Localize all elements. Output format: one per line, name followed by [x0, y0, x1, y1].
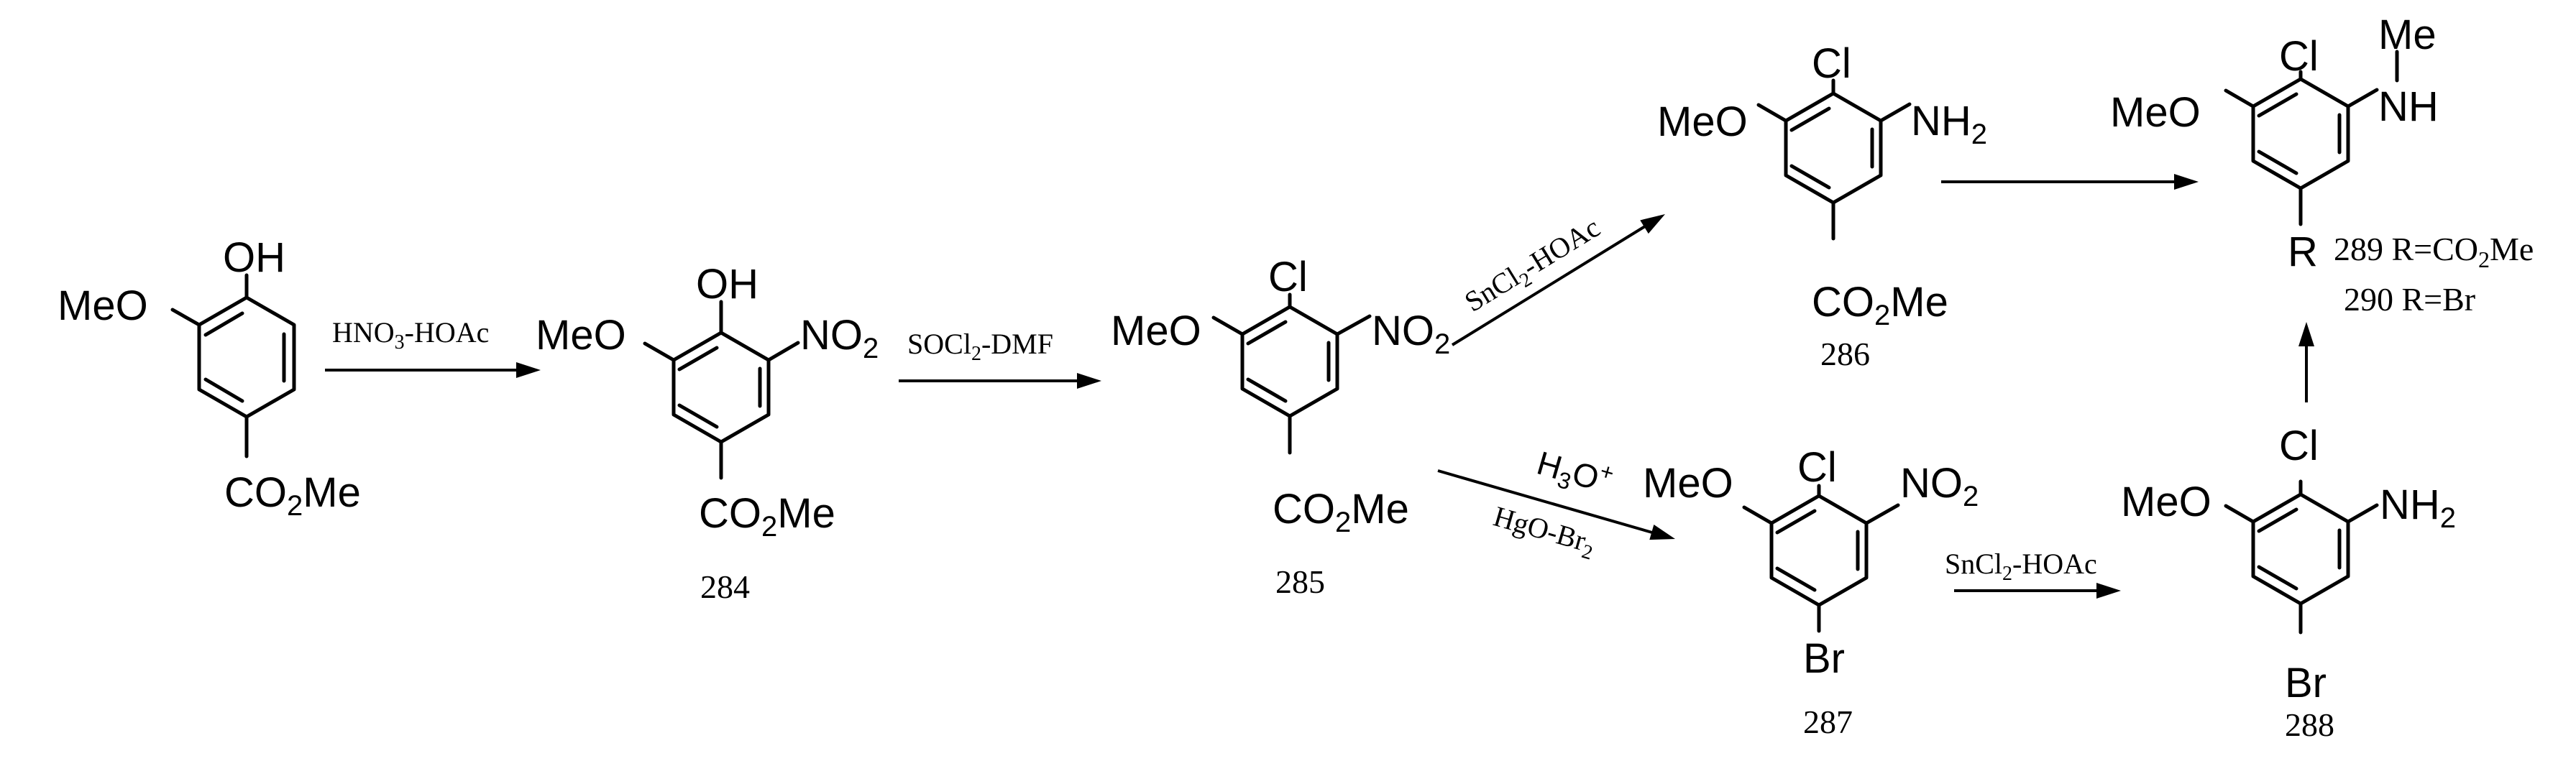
methoxy-label: MeO [1657, 98, 1748, 145]
r-group-label: R [2288, 229, 2318, 275]
amino-label: NH2 [2380, 481, 2456, 534]
ester-label: CO2Me [1812, 279, 1948, 331]
amino-label: NH2 [1911, 98, 1987, 150]
reagent-step1: HNO3-HOAc [332, 316, 489, 354]
compound-284: OH MeO NO2 CO2Me 284 [536, 261, 879, 605]
compound-288: Cl MeO NH2 Br 288 [2121, 423, 2456, 743]
bromo-label: Br [2285, 660, 2327, 706]
hydroxyl-label: OH [223, 234, 285, 281]
reaction-arrow-4: H3O+ HgO-Br2 [1437, 441, 1678, 565]
hydroxyl-label: OH [696, 261, 758, 308]
reagent-step4-top: H3O+ [1531, 441, 1617, 506]
benzene-ring [1240, 305, 1339, 418]
methoxy-label: MeO [1643, 460, 1733, 507]
reagent-step4-bottom: HgO-Br2 [1489, 499, 1600, 564]
methoxy-label: MeO [58, 282, 148, 329]
methoxy-label: MeO [1111, 308, 1201, 354]
benzene-ring [2251, 492, 2350, 606]
compound-number: 288 [2285, 706, 2334, 743]
label-290: 290 R=Br [2344, 281, 2475, 318]
nitro-label: NO2 [800, 312, 879, 364]
ester-label: CO2Me [699, 490, 835, 543]
reaction-arrow-5 [1941, 174, 2199, 190]
compound-289-290: Cl MeO Me NH R 289 R=CO2Me 290 R=Br [2110, 11, 2534, 318]
reagent-step3: SnCl2-HOAc [1459, 211, 1608, 322]
chloro-label: Cl [1812, 40, 1851, 87]
benzene-ring [1769, 494, 1869, 607]
compound-285: Cl MeO NO2 CO2Me 285 [1111, 254, 1450, 600]
chloro-label: Cl [1268, 254, 1308, 300]
methoxy-label: MeO [536, 312, 626, 359]
reagent-step2: SOCl2-DMF [907, 328, 1053, 365]
compound-number: 286 [1820, 336, 1870, 372]
compound-286: Cl MeO NH2 CO2Me 286 [1657, 40, 1987, 372]
methoxy-label: MeO [2121, 479, 2211, 525]
benzene-ring [197, 295, 296, 419]
chloro-label: Cl [2279, 33, 2319, 80]
chloro-label: Cl [2279, 423, 2319, 469]
reaction-arrow-3: SnCl2-HOAc [1451, 207, 1669, 346]
starting-material: OH MeO CO2Me [58, 234, 361, 522]
methyl-label: Me [2378, 11, 2437, 58]
reaction-arrow-6: SnCl2-HOAc [1945, 548, 2121, 599]
chloro-label: Cl [1797, 444, 1837, 491]
nitro-label: NO2 [1900, 460, 1979, 512]
methoxy-label: MeO [2110, 89, 2201, 136]
label-289: 289 R=CO2Me [2334, 231, 2534, 272]
compound-287: Cl MeO NO2 Br 287 [1643, 444, 1979, 740]
benzene-ring [2251, 77, 2350, 190]
reaction-arrow-1: HNO3-HOAc [325, 316, 541, 378]
reaction-arrow-2: SOCl2-DMF [899, 328, 1101, 389]
bromo-label: Br [1803, 635, 1845, 682]
compound-number: 287 [1803, 704, 1853, 740]
amine-label: NH [2378, 83, 2439, 130]
reagent-step5: SnCl2-HOAc [1945, 548, 2097, 585]
nitro-label: NO2 [1372, 308, 1450, 360]
benzene-ring [671, 331, 771, 444]
benzene-ring [1784, 91, 1883, 205]
compound-number: 285 [1275, 563, 1325, 600]
ester-label: CO2Me [1273, 486, 1409, 538]
ester-label: CO2Me [224, 469, 361, 522]
reaction-arrow-7 [2298, 322, 2314, 402]
compound-number: 284 [700, 568, 750, 605]
